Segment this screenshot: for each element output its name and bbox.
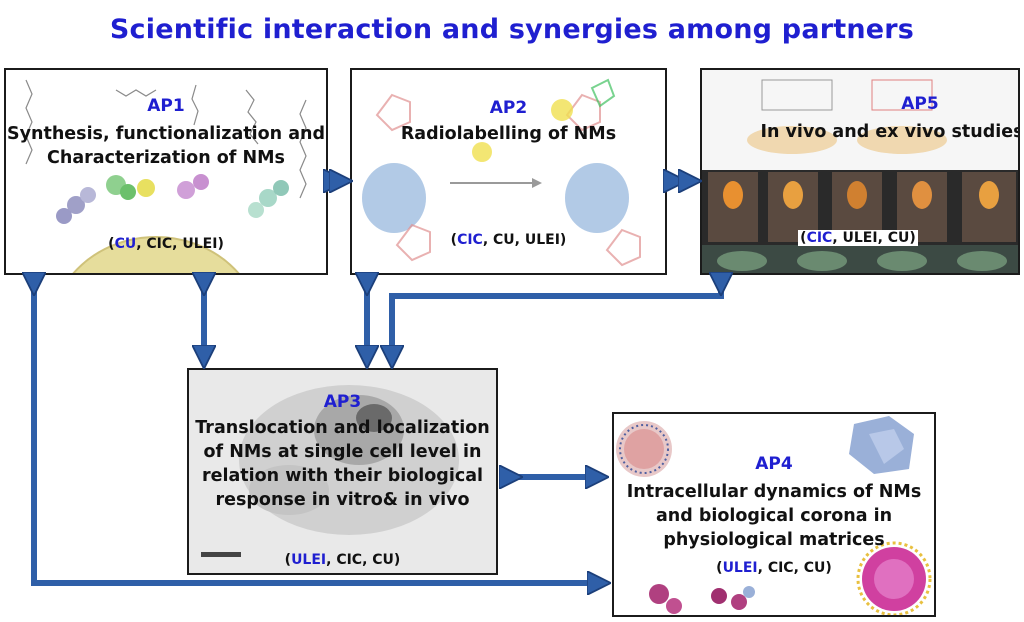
protein-corona-illustration [616, 416, 932, 615]
ap1-box: AP1 Synthesis, functionalization and Cha… [4, 68, 328, 275]
ap5-description: In vivo and ex vivo studies [760, 122, 1020, 142]
ap2-partners: (CIC, CU, ULEI) [450, 232, 567, 248]
arrow-ap5-ap3 [392, 285, 721, 358]
ap4-box: AP4 Intracellular dynamics of NMs and bi… [612, 412, 936, 617]
ap4-description: Intracellular dynamics of NMs and biolog… [626, 482, 922, 550]
page-title: Scientific interaction and synergies amo… [109, 14, 915, 45]
ap5-box: AP5 In vivo and ex vivo studies (CIC, UL… [700, 68, 1020, 275]
ap1-description: Synthesis, functionalization and Charact… [6, 124, 326, 168]
ap2-description: Radiolabelling of NMs [400, 124, 617, 144]
ap2-box: AP2 Radiolabelling of NMs (CIC, CU, ULEI… [350, 68, 667, 275]
radiolabelling-illustration [362, 78, 641, 267]
ap1-label: AP1 [147, 96, 185, 116]
ap5-label: AP5 [901, 94, 939, 114]
ap4-partners: (ULEI, CIC, CU) [716, 560, 832, 576]
ap4-label: AP4 [755, 454, 793, 474]
imaging-illustration [702, 70, 1018, 273]
nanoparticle-illustration [25, 79, 307, 273]
arrow-ap1-ap4 [34, 285, 600, 583]
ap1-partners: (CU, CIC, ULEI) [108, 236, 224, 252]
ap5-partners: (CIC, ULEI, CU) [798, 230, 918, 246]
ap2-label: AP2 [489, 98, 528, 118]
